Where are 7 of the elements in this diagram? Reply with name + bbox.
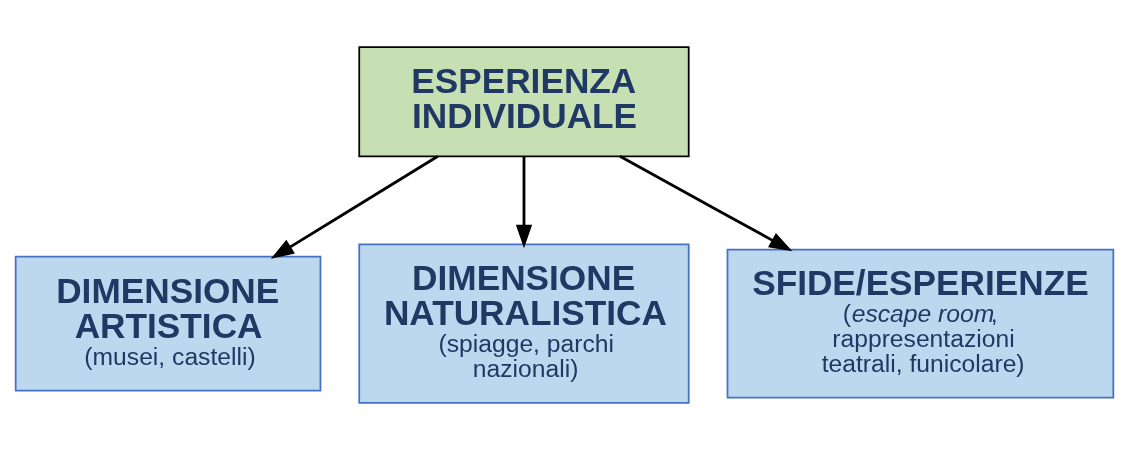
arrow <box>270 154 439 259</box>
arrow <box>619 154 793 251</box>
node-box: ESPERIENZA INDIVIDUALE <box>358 45 690 157</box>
node-box: DIMENSIONE ARTISTICA (musei, castelli) <box>14 255 322 391</box>
node-box: DIMENSIONE NATURALISTICA (spiagge, parchi nazionali) <box>358 243 690 404</box>
arrow <box>515 155 533 248</box>
node-box: SFIDE/ESPERIENZE (escape room, rappresentazioni teatrali, funicolare) <box>726 248 1115 399</box>
